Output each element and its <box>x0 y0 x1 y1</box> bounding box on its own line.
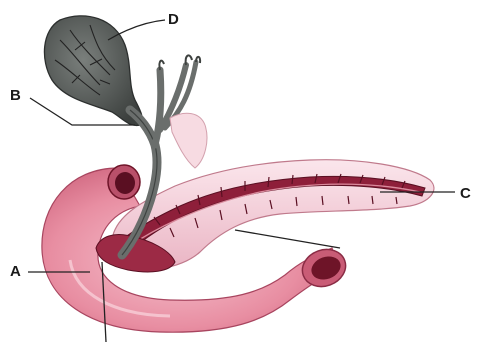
label-d: D <box>168 11 179 28</box>
label-a: A <box>10 263 21 280</box>
label-b: B <box>10 87 21 104</box>
label-c: C <box>460 185 471 202</box>
duodenum-upper-opening <box>108 165 140 199</box>
